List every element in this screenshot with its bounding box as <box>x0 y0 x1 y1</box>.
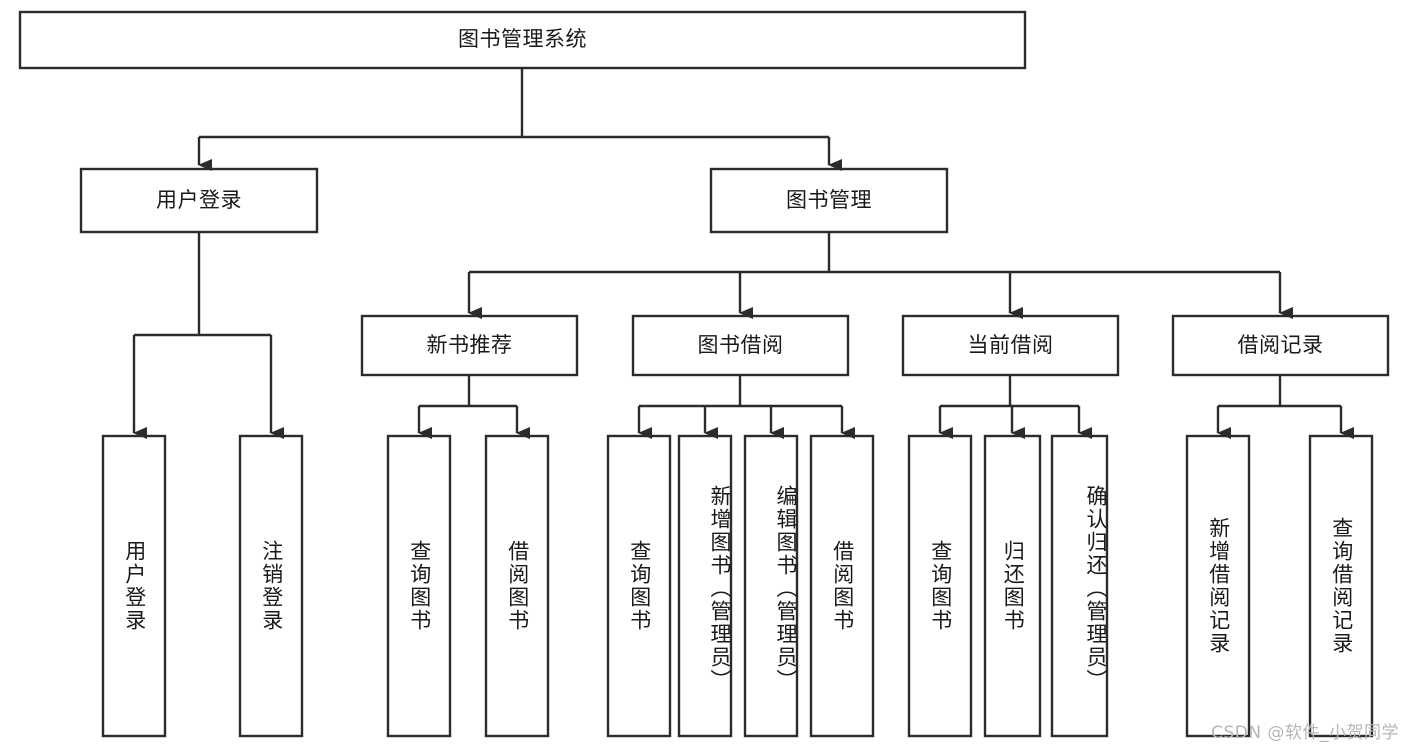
node-box-leaf-user-logout[interactable] <box>238 434 304 738</box>
node-box-leaf-borrow-book[interactable] <box>809 434 875 738</box>
node-box-book-management[interactable] <box>709 167 949 234</box>
node-box-current-borrow[interactable] <box>901 314 1120 377</box>
node-box-borrow-record[interactable] <box>1171 314 1390 377</box>
node-box-leaf-query-book-current[interactable] <box>907 434 973 738</box>
node-box-book-borrow[interactable] <box>631 314 850 377</box>
node-box-leaf-query-borrow-record[interactable] <box>1308 434 1374 738</box>
node-box-leaf-add-borrow-record[interactable] <box>1185 434 1251 738</box>
node-box-leaf-query-book-borrow[interactable] <box>606 434 672 738</box>
watermark-text: CSDN @软件_小贺同学 <box>1211 723 1399 743</box>
node-box-leaf-borrow-book-new[interactable] <box>484 434 550 738</box>
node-box-leaf-confirm-return[interactable] <box>1050 434 1109 738</box>
node-box-leaf-user-login[interactable] <box>101 434 167 738</box>
node-box-leaf-edit-book[interactable] <box>743 434 799 738</box>
node-box-user-login[interactable] <box>79 167 319 234</box>
node-box-leaf-return-book[interactable] <box>983 434 1042 738</box>
node-box-new-book-recommend[interactable] <box>360 314 579 377</box>
node-box-leaf-add-book[interactable] <box>677 434 733 738</box>
node-box-leaf-query-book-new[interactable] <box>386 434 452 738</box>
node-box-root[interactable] <box>18 10 1027 70</box>
